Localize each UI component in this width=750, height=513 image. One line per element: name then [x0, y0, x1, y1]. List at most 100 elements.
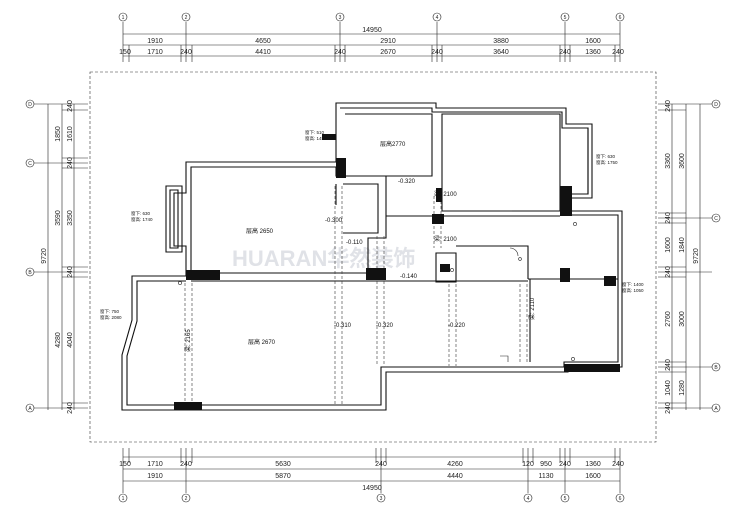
right-outer-labels: 3600 1840 3000 1280 — [679, 153, 686, 396]
dim-label: 150 — [119, 461, 131, 468]
dim-label: 1610 — [67, 126, 74, 142]
dim-label: 1850 — [55, 126, 62, 142]
left-inner-labels: 240 1610 240 3350 240 4040 240 — [67, 100, 74, 414]
dim-label: 1600 — [585, 38, 601, 45]
axis-marker: 3 — [380, 496, 383, 502]
dim-label: 1040 — [665, 380, 672, 396]
room-height-label: 层高 2670 — [248, 338, 276, 346]
dim-label: 3000 — [679, 311, 686, 327]
floor-level-label: -0.220 — [448, 323, 466, 329]
floor-level-label: -0.310 — [334, 323, 352, 329]
top-row1-labels: 1910 4650 2910 3880 1600 — [147, 38, 601, 45]
dim-label: 240 — [67, 402, 74, 414]
dim-label: 240 — [612, 461, 624, 468]
axis-marker: 5 — [564, 496, 567, 502]
dim-label: 4440 — [447, 473, 463, 480]
top-dimension-chain — [122, 22, 621, 62]
window-note: 窗下: 1400 — [622, 281, 644, 288]
axis-marker: C — [714, 216, 718, 222]
dim-label: 240 — [665, 100, 672, 112]
watermark: HUARAN华然装饰 — [232, 246, 415, 271]
dim-label: 3360 — [665, 153, 672, 169]
window-note: 窗下: 750 — [100, 308, 120, 315]
dim-label: 240 — [431, 49, 443, 56]
dim-label: 4650 — [255, 38, 271, 45]
axis-marker: 1 — [122, 496, 125, 502]
dim-label: 4040 — [67, 332, 74, 348]
axis-marker: C — [28, 161, 32, 167]
axis-marker: B — [28, 270, 32, 276]
axis-marker: 2 — [185, 15, 188, 21]
beam-height-label: 梁: 2100 — [434, 235, 457, 243]
dim-label: 1840 — [679, 237, 686, 253]
axis-marker: 2 — [185, 496, 188, 502]
walls — [121, 102, 623, 411]
top-axis-markers: 1 2 3 4 5 6 — [118, 12, 625, 22]
bottom-total-dimension: 14950 — [362, 485, 382, 492]
floor-level-label: -0.140 — [400, 274, 418, 280]
drawing-frame — [89, 71, 657, 443]
dim-label: 240 — [67, 266, 74, 278]
dim-label: 240 — [665, 266, 672, 278]
beam-height-label: 梁: 2165 — [184, 329, 192, 352]
window-note: 窗高: 1750 — [596, 159, 618, 166]
axis-marker: 3 — [339, 15, 342, 21]
dim-label: 1910 — [147, 473, 163, 480]
dim-label: 4410 — [255, 49, 271, 56]
dim-label: 2760 — [665, 311, 672, 327]
floor-level-label: -0.300 — [325, 218, 343, 224]
dim-label: 240 — [67, 100, 74, 112]
dim-label: 1710 — [147, 49, 163, 56]
dim-label: 5870 — [275, 473, 291, 480]
window-note: 窗高: 1740 — [131, 216, 153, 223]
dim-label: 1600 — [665, 237, 672, 253]
dim-label: 4280 — [55, 332, 62, 348]
beam-height-label: 梁: 2110 — [528, 297, 536, 320]
bottom-axis-markers: 1 2 3 4 5 6 — [118, 493, 625, 503]
dim-label: 120 — [522, 461, 534, 468]
axis-marker: 1 — [122, 15, 125, 21]
dim-label: 4260 — [447, 461, 463, 468]
right-inner-labels: 240 3360 240 1600 240 2760 240 1040 240 — [665, 100, 672, 414]
dim-label: 3350 — [67, 210, 74, 226]
bottom-dimension-chain — [122, 448, 621, 493]
dim-label: 240 — [334, 49, 346, 56]
floor-level-label: -0.320 — [398, 179, 416, 185]
dim-label: 150 — [119, 49, 131, 56]
floor-level-label: -0.320 — [376, 323, 394, 329]
dim-label: 1910 — [147, 38, 163, 45]
dim-label: 3880 — [493, 38, 509, 45]
dim-label: 3590 — [55, 210, 62, 226]
dim-label: 3600 — [679, 153, 686, 169]
right-dimension-chain — [658, 103, 712, 410]
top-row2-labels: 150 1710 240 4410 240 2670 240 3640 240 … — [119, 49, 624, 56]
dim-label: 3640 — [493, 49, 509, 56]
right-axis-markers: D C B A — [711, 99, 721, 413]
dim-label: 240 — [67, 157, 74, 169]
room-height-label: 层高 2650 — [246, 227, 274, 235]
axis-marker: 6 — [619, 496, 622, 502]
dim-label: 240 — [180, 461, 192, 468]
dim-label: 240 — [180, 49, 192, 56]
room-height-label: 层高2770 — [380, 140, 406, 148]
right-total-dimension: 9720 — [693, 248, 700, 264]
axis-marker: D — [714, 102, 718, 108]
dim-label: 1280 — [679, 380, 686, 396]
dim-label: 240 — [665, 212, 672, 224]
dim-label: 240 — [375, 461, 387, 468]
window-note: 窗下: 510 — [305, 129, 325, 136]
dim-label: 240 — [665, 402, 672, 414]
dim-label: 2670 — [380, 49, 396, 56]
window-note: 窗下: 630 — [596, 153, 616, 160]
window-note: 窗下: 630 — [131, 210, 151, 217]
window-note: 窗高: 1450 — [305, 135, 327, 142]
dim-label: 1600 — [585, 473, 601, 480]
dim-label: 1130 — [538, 473, 553, 480]
axis-marker: 4 — [527, 496, 530, 502]
dim-label: 240 — [665, 359, 672, 371]
bottom-row2-labels: 1910 5870 4440 1130 1600 — [147, 473, 601, 480]
dim-label: 1710 — [147, 461, 163, 468]
bottom-row1-labels: 150 1710 240 5630 240 4260 120 950 240 1… — [119, 461, 624, 468]
floor-level-label: -0.110 — [346, 240, 363, 246]
